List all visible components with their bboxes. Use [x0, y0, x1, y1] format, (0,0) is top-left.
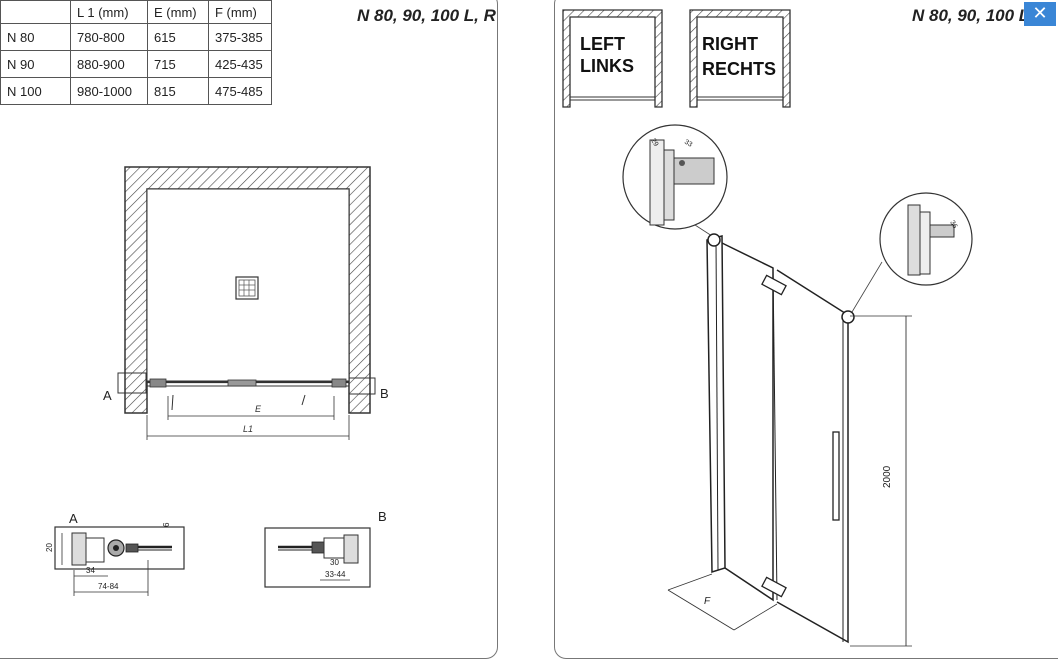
- table-row: N 100 980-1000 815 475-485: [0, 77, 272, 105]
- detail-b-label: B: [378, 509, 387, 524]
- detail-b: B 30 33-44: [264, 509, 387, 588]
- table-cell: 815: [147, 77, 209, 105]
- right-side-indicator: RIGHT RECHTS: [689, 9, 791, 108]
- callout-top-left: 29 33: [622, 124, 728, 230]
- height-dimension-label: 2000: [882, 465, 893, 488]
- dimension-table: L 1 (mm) E (mm) F (mm) N 80 780-800 615 …: [0, 0, 272, 105]
- detail-a-label: A: [69, 511, 78, 526]
- close-button[interactable]: ✕: [1024, 2, 1056, 26]
- detail-b-dim-width1: 30: [330, 558, 339, 567]
- dimension-e-label: E: [255, 404, 262, 414]
- floor-plan: E L1 A B: [103, 166, 389, 440]
- detail-a-dim-thickness: 6: [162, 522, 171, 527]
- model-title-left: N 80, 90, 100 L, R: [357, 6, 496, 25]
- right-drawing-panel: [554, 0, 1058, 659]
- table-cell: 780-800: [70, 23, 148, 51]
- door-elevation: 29 33 36 2000: [622, 124, 973, 647]
- dimension-l1-label: L1: [243, 424, 253, 434]
- right-label: RIGHT: [702, 34, 758, 54]
- drain-icon: [235, 276, 259, 300]
- table-cell: N 90: [0, 50, 71, 78]
- callout1-dim-a: 29: [649, 138, 659, 148]
- detail-a-dim-height: 20: [45, 543, 54, 552]
- callout1-dim-b: 33: [683, 139, 693, 149]
- table-cell: 715: [147, 50, 209, 78]
- detail-a-dim-width2: 74-84: [98, 582, 119, 591]
- table-cell: N 100: [0, 77, 71, 105]
- table-header: E (mm): [147, 0, 209, 24]
- callout-top-right: 36: [879, 192, 973, 286]
- table-cell: 375-385: [208, 23, 272, 51]
- plan-label-b: B: [380, 386, 389, 401]
- model-title-right: N 80, 90, 100 L, R: [912, 6, 1051, 25]
- table-header: [0, 0, 71, 24]
- close-icon: ✕: [1032, 3, 1048, 23]
- left-side-indicator: LEFT LINKS: [562, 9, 663, 108]
- detail-a: A 20 34 74-84 6: [45, 511, 185, 596]
- links-label: LINKS: [580, 56, 634, 76]
- detail-a-dim-width1: 34: [86, 566, 95, 575]
- table-cell: 475-485: [208, 77, 272, 105]
- plan-label-a: A: [103, 388, 112, 403]
- width-dimension-label: F: [704, 596, 711, 607]
- rechts-label: RECHTS: [702, 59, 776, 79]
- callout2-dim: 36: [948, 220, 958, 230]
- left-label: LEFT: [580, 34, 625, 54]
- table-row: N 90 880-900 715 425-435: [0, 50, 272, 78]
- detail-b-dim-width2: 33-44: [325, 570, 346, 579]
- table-cell: 615: [147, 23, 209, 51]
